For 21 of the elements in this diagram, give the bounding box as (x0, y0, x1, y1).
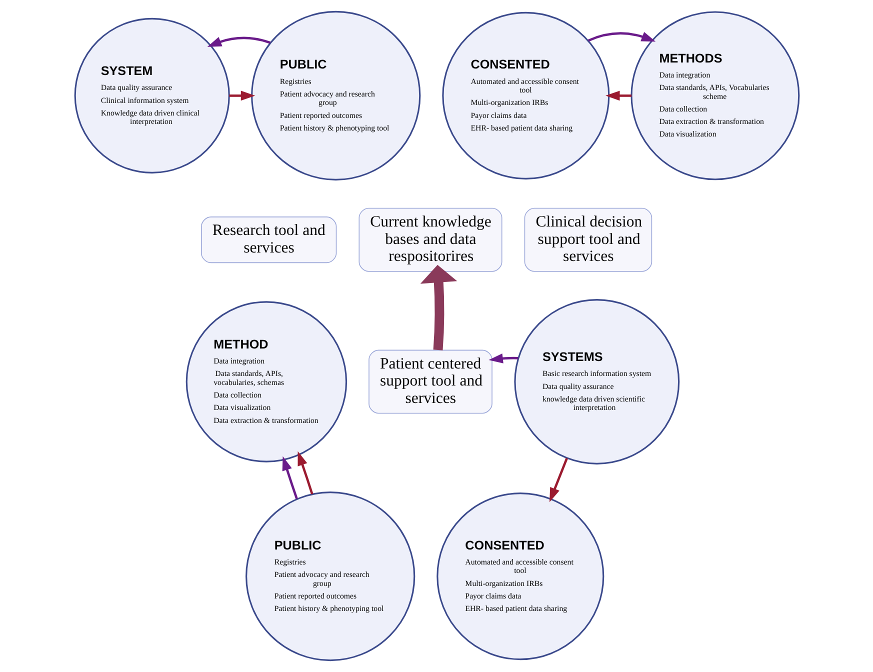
node-circle: PUBLIC Registries Patient advocacy and research group Patient reported outcomes Patient history & phenotyping tool (250, 10, 420, 180)
node-circle: CONSENTED Automated and accessible consent tool Multi-organization IRBs Payor claims data EHR- based patient data sharing (436, 492, 604, 660)
node-circle: SYSTEM Data quality assurance Clinical information system Knowledge data driven clinical interpretation (74, 18, 230, 174)
node-circle: SYSTEMS Basic research information system Data quality assurance knowledge data driven scientific interpretation (514, 299, 680, 464)
arrow (206, 36, 270, 47)
node-circle: METHODS Data integration Data standards, APIs, Vocabularies scheme Data collection Data extraction & transformation Data visualization (630, 11, 800, 180)
arrow (420, 264, 457, 350)
arrow (297, 451, 313, 494)
arrow (605, 90, 631, 101)
arrow (282, 456, 298, 500)
node-circle: PUBLIC Registries Patient advocacy and research group Patient reported outcomes Patient history & phenotyping tool (245, 492, 415, 662)
node-box: Clinical decision support tool and services (524, 208, 652, 272)
node-box: Research tool and services (200, 216, 336, 264)
arrow (488, 354, 518, 364)
arrow (228, 90, 255, 101)
node-circle: METHOD Data integration Data standards, APIs, vocabularies, schemas Data collection Data visualization Data extraction & transformation (185, 301, 347, 462)
arrow (549, 458, 568, 502)
node-circle: CONSENTED Automated and accessible consent tool Multi-organization IRBs Payor claims data EHR- based patient data sharing (442, 12, 610, 180)
node-box: Current knowledge bases and data respositorires (358, 208, 502, 272)
arrow (587, 32, 656, 42)
node-box: Patient centered support tool and services (368, 350, 492, 414)
